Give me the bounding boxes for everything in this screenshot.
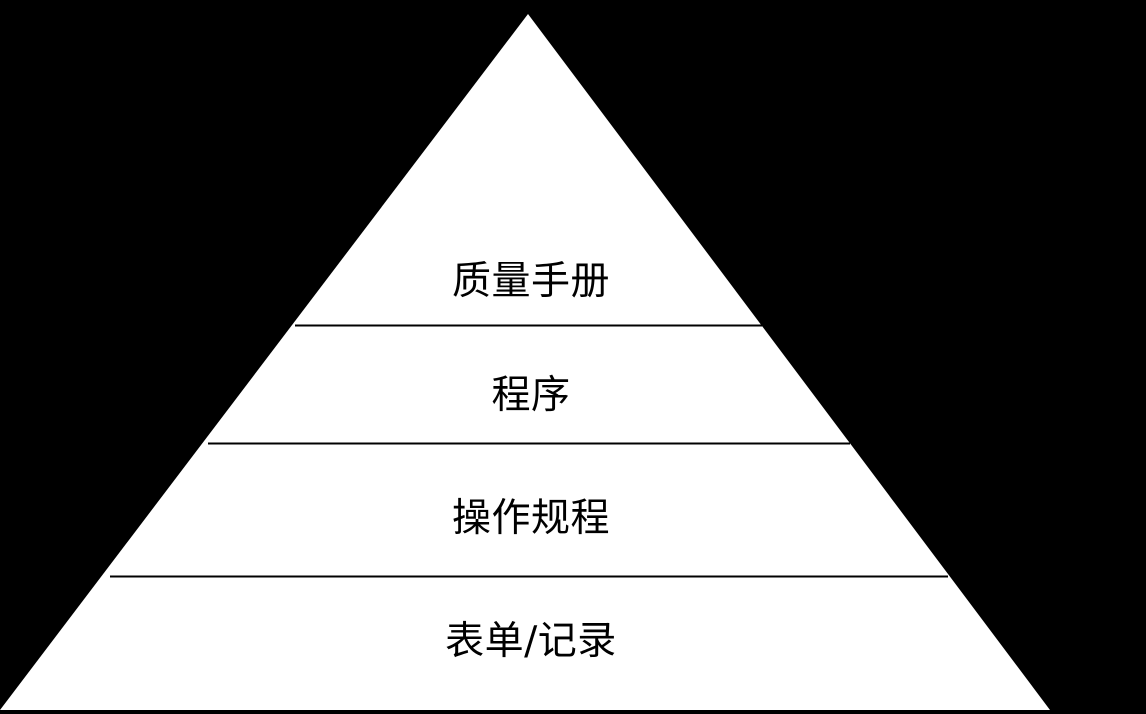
pyramid-tier-label-2: 程序 <box>491 372 571 418</box>
pyramid-tier-label-1: 质量手册 <box>451 258 610 304</box>
pyramid-tier-label-3: 操作规程 <box>451 495 610 541</box>
pyramid-triangle-body <box>0 14 1050 710</box>
pyramid-tier-label-4: 表单/记录 <box>445 618 617 664</box>
